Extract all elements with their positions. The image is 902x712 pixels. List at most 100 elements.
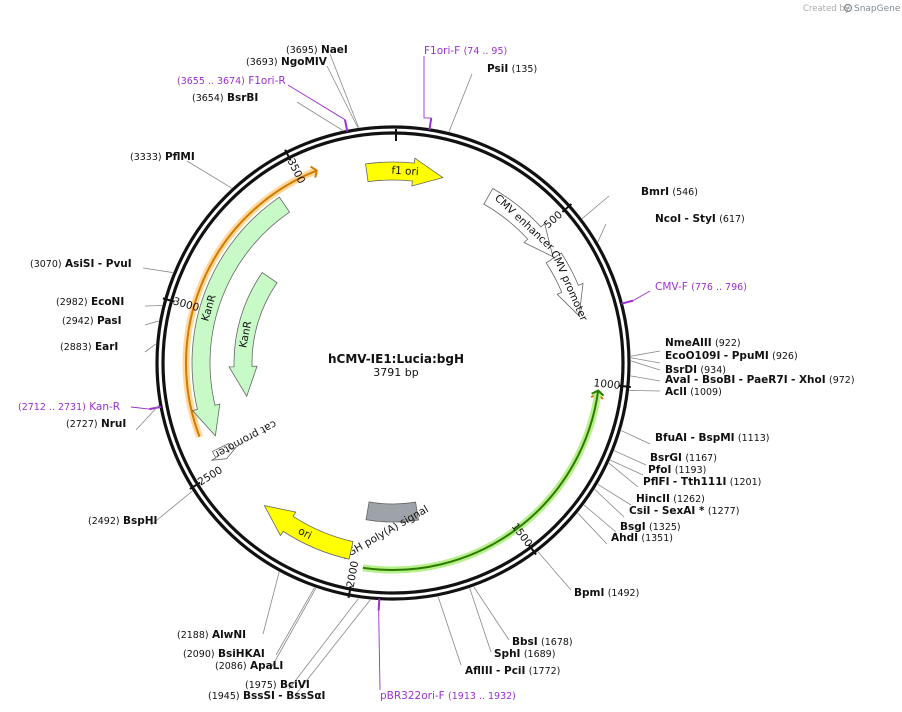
enzyme-position: (135) (512, 64, 538, 75)
enzyme-leader-line (448, 73, 473, 132)
enzyme-label[interactable]: AflIII - PciI (1772) (465, 665, 560, 677)
backbone-inner-strand (161, 131, 625, 595)
enzyme-position: (2492) (88, 516, 120, 527)
enzyme-leader-line (295, 599, 371, 695)
feature-kanr[interactable] (191, 196, 291, 437)
enzyme-leader-line (269, 587, 317, 671)
enzyme-position: (972) (829, 375, 855, 386)
enzyme-label[interactable]: (2883) EarI (60, 341, 118, 353)
enzyme-position: (1772) (529, 666, 561, 677)
enzyme-position: (617) (719, 214, 745, 225)
enzyme-label[interactable]: NcoI - StyI (617) (655, 213, 745, 225)
enzyme-label[interactable]: BpmI (1492) (574, 587, 639, 599)
enzyme-name: EcoNI (91, 296, 124, 308)
enzyme-label[interactable]: (2090) BsiHKAI (183, 648, 265, 660)
primer-leader-line (378, 610, 381, 691)
orf-layer (182, 165, 605, 574)
enzyme-label[interactable]: (1975) BciVI (245, 679, 310, 691)
enzyme-label[interactable]: (2942) PasI (62, 315, 122, 327)
enzyme-label[interactable]: BmrI (546) (641, 186, 698, 198)
enzyme-label[interactable]: (2188) AlwNI (177, 629, 246, 641)
primer-label[interactable]: F1ori-F (74 .. 95) (424, 45, 507, 57)
enzyme-position: (1262) (673, 494, 705, 505)
tick-mark (162, 297, 175, 303)
enzyme-label[interactable]: (1945) BssSI - BssSαI (208, 690, 325, 702)
enzyme-label[interactable]: PflFI - Tth111I (1201) (643, 476, 761, 488)
enzyme-label[interactable]: SphI (1689) (494, 648, 555, 660)
enzyme-label[interactable]: NmeAIII (922) (665, 337, 741, 349)
enzyme-position: (1193) (675, 465, 707, 476)
orf-arrowhead (310, 165, 318, 178)
enzyme-leader-line (583, 504, 617, 533)
enzyme-name: BpmI (574, 587, 604, 599)
enzyme-label[interactable]: EcoO109I - PpuMI (926) (665, 350, 798, 362)
enzyme-label[interactable]: BbsI (1678) (512, 636, 573, 648)
enzyme-label[interactable]: BsgI (1325) (620, 521, 681, 533)
enzyme-name: - Tth111I (673, 476, 727, 488)
enzyme-label[interactable]: BsrGI (1167) (650, 452, 717, 464)
enzyme-leader-line (150, 490, 193, 526)
enzyme-name: AhdI (611, 532, 638, 544)
orf-arrowhead (591, 389, 605, 397)
enzyme-label[interactable]: AvaI - BsoBI - PaeR7I - XhoI (972) (665, 374, 855, 386)
enzyme-name: - PciI (496, 665, 525, 677)
feature-cmv-promoter[interactable] (545, 252, 584, 317)
enzyme-name: PflMI (165, 151, 195, 163)
enzyme-name: PsiI (487, 63, 508, 75)
enzyme-label[interactable]: (3693) NgoMIV (246, 56, 328, 68)
enzyme-position: (2883) (60, 342, 92, 353)
feature-cat-promoter[interactable] (211, 442, 237, 461)
primer-mark (621, 299, 634, 305)
enzyme-label[interactable]: BsrDI (934) (665, 364, 726, 376)
enzyme-name: EcoO109I (665, 350, 720, 362)
primer-label[interactable]: (3655 .. 3674) F1ori-R (177, 75, 286, 87)
enzyme-position: (2188) (177, 630, 209, 641)
feature-label: KanR (237, 320, 254, 349)
enzyme-label[interactable]: (2727) NruI (66, 418, 126, 430)
primer-label[interactable]: CMV-F (776 .. 796) (655, 281, 747, 293)
enzyme-name: AsiSI (65, 258, 94, 270)
primer-leader-line (287, 84, 346, 121)
enzyme-name: AflIII (465, 665, 493, 677)
enzyme-label[interactable]: (3070) AsiSI - PvuI (30, 258, 132, 270)
primer-mark (149, 405, 162, 411)
primer-label[interactable]: (2712 .. 2731) Kan-R (18, 401, 120, 413)
enzyme-label[interactable]: (3654) BsrBI (192, 92, 258, 104)
enzyme-label[interactable]: HincII (1262) (636, 493, 705, 505)
enzyme-name: BsrGI (650, 452, 682, 464)
enzyme-leader-line (142, 267, 173, 273)
enzyme-label[interactable]: (2086) ApaLI (215, 660, 283, 672)
enzyme-label[interactable]: AclI (1009) (665, 386, 722, 398)
enzyme-label[interactable]: CsiI - SexAI * (1277) (629, 505, 739, 517)
enzyme-name: BspHI (123, 515, 157, 527)
feature-ori[interactable] (263, 504, 354, 560)
enzyme-name: BsrDI (665, 364, 697, 376)
feature-kanr[interactable] (228, 271, 278, 398)
primer-name: F1ori-F (424, 45, 460, 57)
enzyme-label[interactable]: PsiI (135) (487, 63, 537, 75)
enzyme-leader-line (630, 360, 661, 371)
enzyme-name: PasI (97, 315, 122, 327)
enzyme-label[interactable]: AhdI (1351) (611, 532, 673, 544)
enzyme-name: HincII (636, 493, 670, 505)
feature-f1-ori[interactable] (365, 157, 444, 187)
enzyme-position: (1492) (608, 588, 640, 599)
enzyme-label[interactable]: (3333) PflMI (130, 151, 195, 163)
enzyme-leader-line (144, 320, 159, 326)
enzyme-label[interactable]: PfoI (1193) (648, 464, 706, 476)
primer-range: (1913 .. 1932) (448, 691, 516, 702)
enzyme-label[interactable]: (2492) BspHI (88, 515, 157, 527)
enzyme-position: (546) (672, 187, 698, 198)
enzyme-leader-line (621, 430, 651, 445)
leader-line-layer (130, 53, 661, 695)
enzyme-name: - SexAI * (654, 505, 705, 517)
enzyme-name: NaeI (321, 44, 348, 56)
primer-label[interactable]: pBR322ori-F (1913 .. 1932) (380, 690, 516, 702)
enzyme-label[interactable]: (2982) EcoNI (56, 296, 124, 308)
feature-bgh-poly-a-signal[interactable] (365, 501, 419, 523)
enzyme-label[interactable]: BfuAI - BspMI (1113) (655, 432, 770, 444)
enzyme-position: (1009) (690, 387, 722, 398)
enzyme-position: (3654) (192, 93, 224, 104)
feature-cmv-enhancer[interactable] (483, 187, 554, 258)
enzyme-label[interactable]: (3695) NaeI (286, 44, 348, 56)
